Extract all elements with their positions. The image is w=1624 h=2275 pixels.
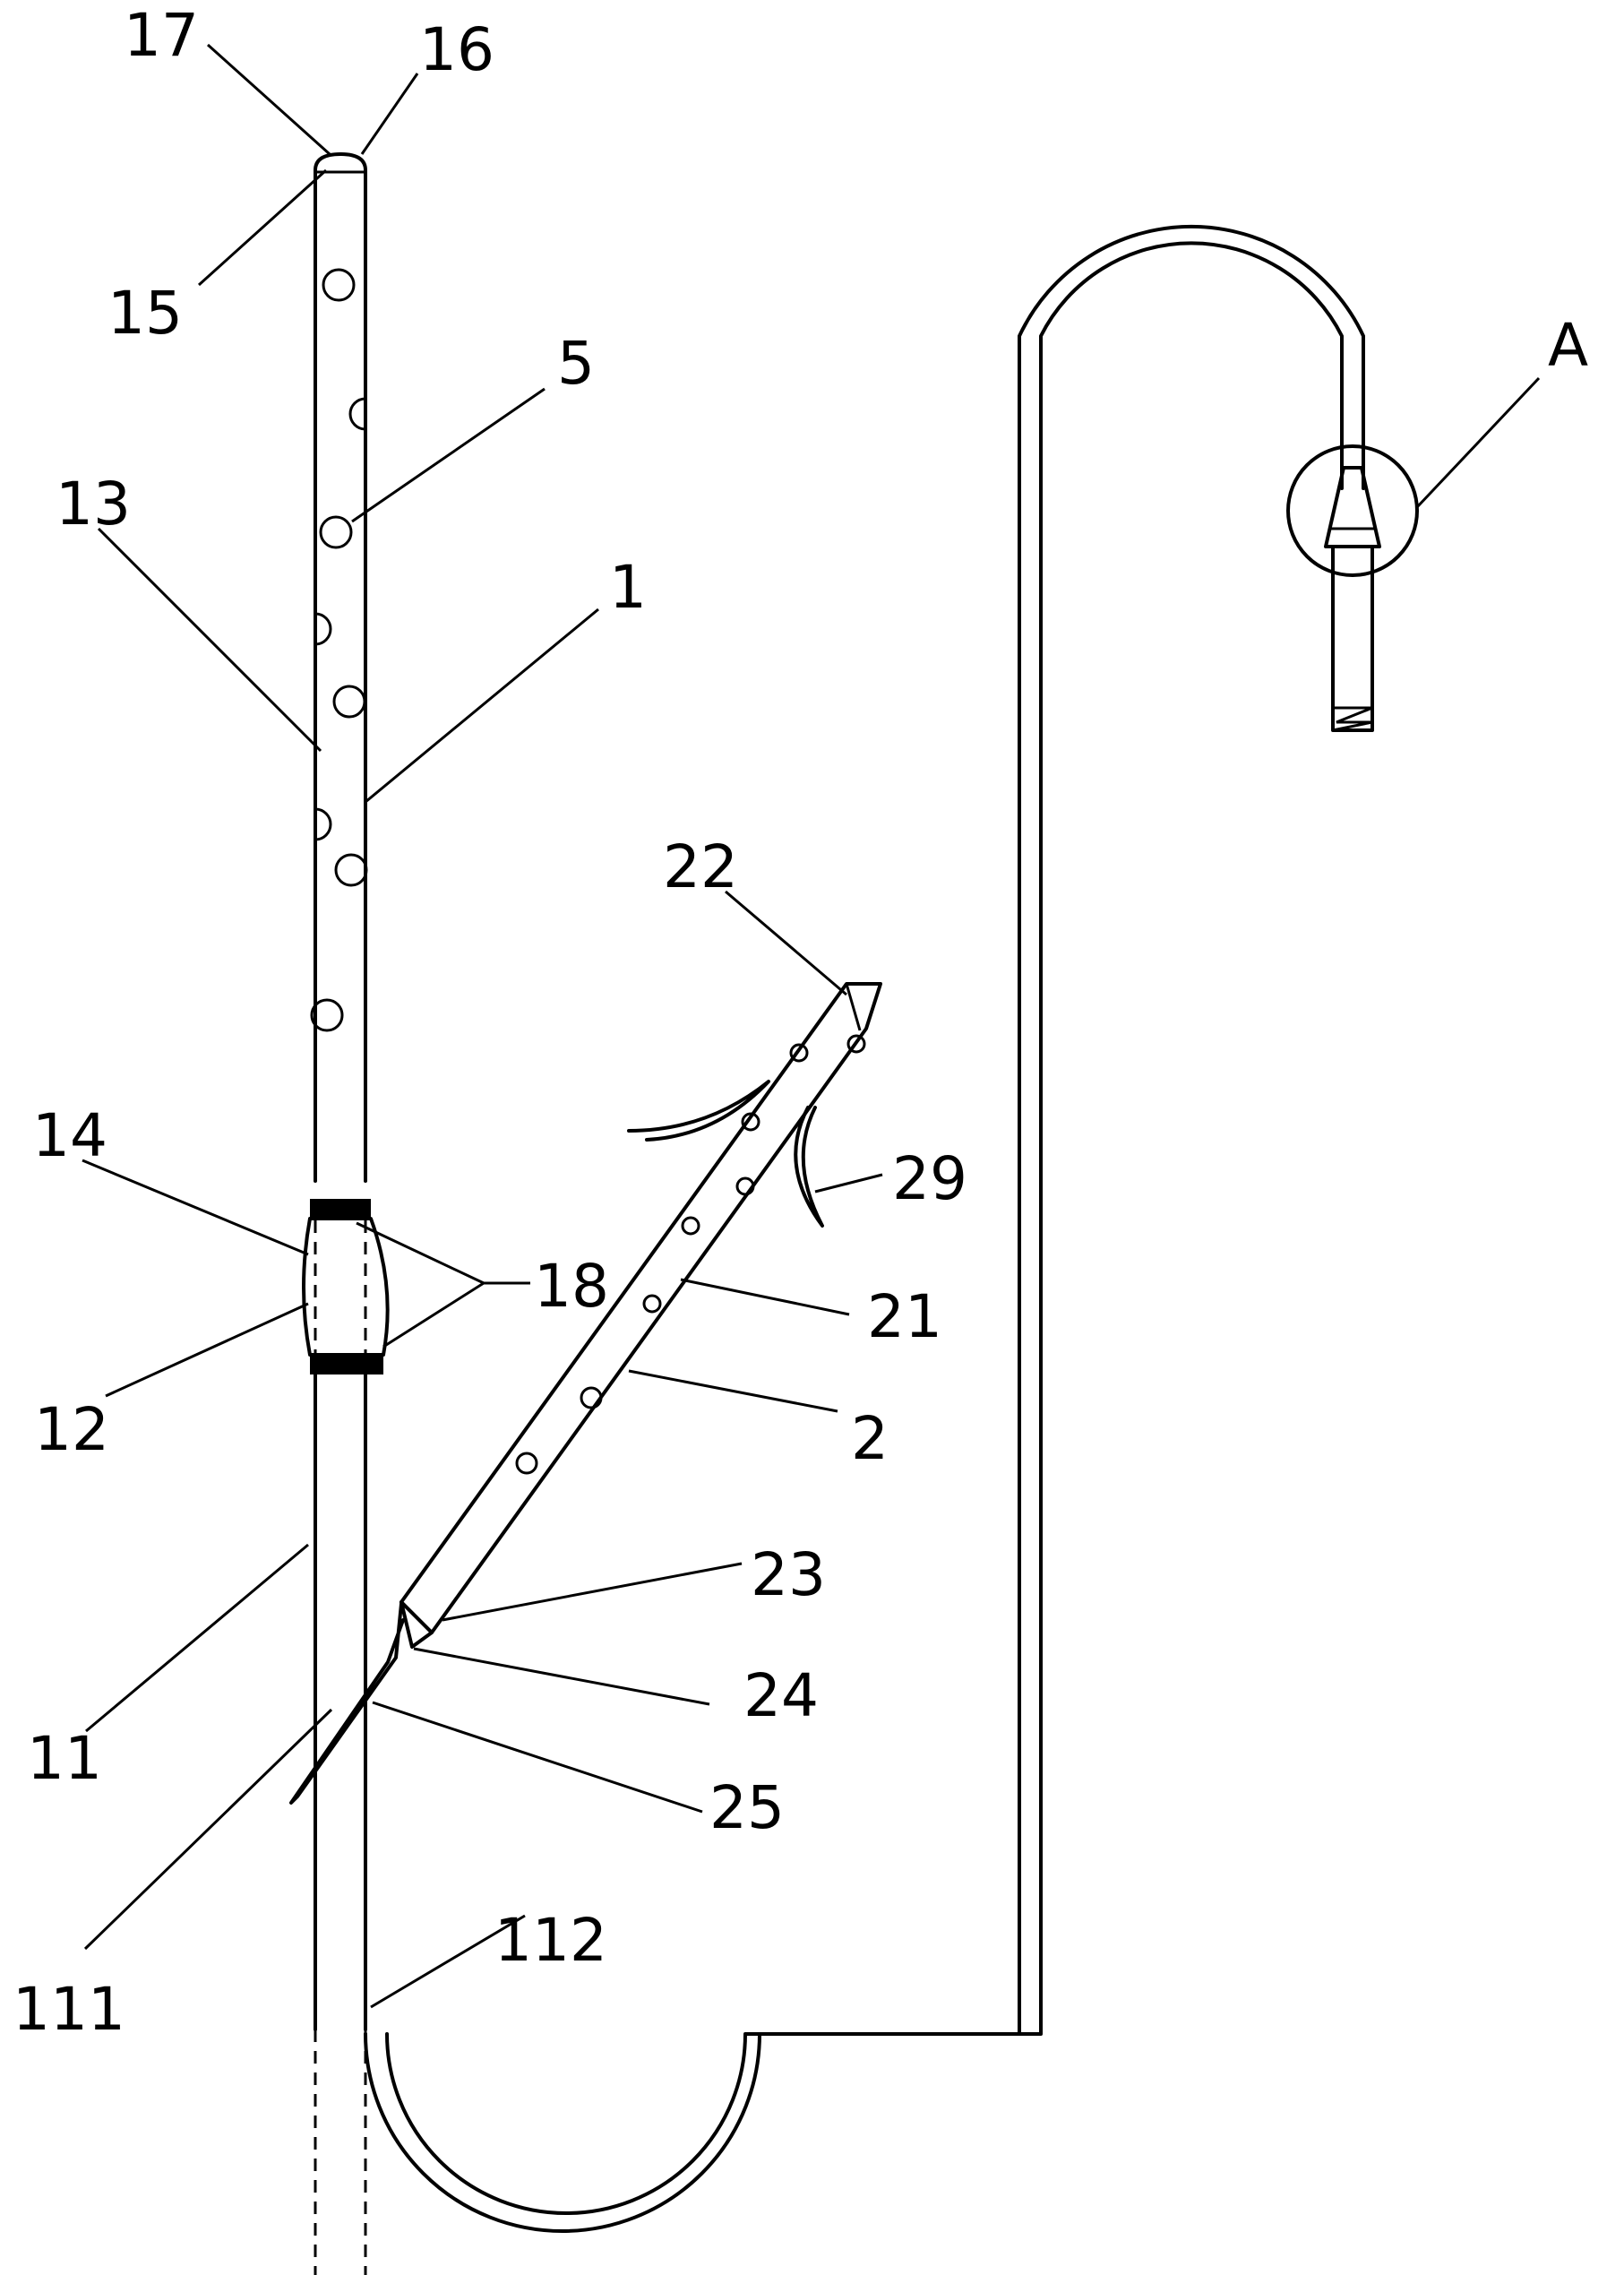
balloon-body [302, 1217, 390, 1357]
leader-11 [85, 1543, 309, 1733]
leader-14 [82, 1159, 309, 1256]
barb-right [794, 1106, 824, 1228]
label-111: 111 [13, 1975, 125, 2044]
sheath-hole [741, 1112, 760, 1132]
catheter-tip [314, 152, 367, 1183]
sheath-hole [846, 1034, 866, 1054]
leader-A [1415, 376, 1541, 509]
label-A: A [1548, 311, 1588, 380]
loop-tube [364, 224, 1365, 2233]
side-hole [314, 807, 332, 841]
sheath-hole [789, 1043, 809, 1063]
leader-12 [105, 1302, 309, 1398]
main-catheter [310, 152, 368, 2275]
leader-17 [206, 43, 331, 156]
label-24: 24 [743, 1661, 819, 1730]
connector-thread [1332, 706, 1373, 732]
label-1: 1 [609, 553, 647, 622]
side-hole [319, 515, 353, 549]
label-14: 14 [32, 1101, 107, 1170]
side-hole [348, 397, 366, 431]
side-hole [334, 853, 368, 887]
label-22: 22 [663, 832, 738, 901]
sheath-hole [735, 1176, 755, 1196]
leader-24 [413, 1647, 710, 1706]
leader-18 [356, 1221, 530, 1349]
sheath-body [400, 982, 882, 1634]
label-21: 21 [867, 1282, 942, 1351]
leader-16 [360, 73, 419, 155]
leader-5 [351, 387, 546, 523]
sheath-hole [515, 1452, 538, 1475]
leader-2 [628, 1369, 838, 1413]
leader-21 [680, 1278, 850, 1316]
reference-labels: 17 16 15 5 13 1 A 22 29 21 14 18 12 2 23… [13, 1, 1588, 2044]
label-2: 2 [851, 1404, 889, 1473]
connector-sleeve [1331, 545, 1374, 732]
sheath-hole [642, 1294, 662, 1314]
label-12: 12 [34, 1395, 109, 1464]
side-hole [322, 268, 356, 302]
detail-circle [1286, 444, 1419, 577]
leader-112 [370, 1914, 526, 2009]
marker-band-lower [310, 1355, 383, 1374]
leader-lines [82, 43, 1541, 2009]
balloon [302, 1199, 390, 1374]
leader-25 [372, 1701, 703, 1814]
connector-cone [1324, 466, 1381, 548]
label-13: 13 [56, 470, 131, 539]
loop-tube-outer [364, 224, 1365, 2233]
leader-15 [197, 168, 328, 287]
leader-23 [442, 1562, 743, 1622]
label-23: 23 [751, 1540, 826, 1609]
label-11: 11 [27, 1724, 102, 1793]
leader-13 [97, 527, 322, 753]
label-18: 18 [534, 1252, 609, 1321]
label-16: 16 [419, 15, 494, 84]
marker-band-upper [310, 1199, 371, 1219]
sheath-hole [681, 1216, 700, 1236]
leader-1 [365, 608, 599, 804]
side-hole [310, 998, 344, 1032]
side-hole [332, 685, 366, 719]
loop-tube-inner [385, 241, 1344, 2215]
leader-111 [83, 1708, 333, 1951]
sheath-hole [580, 1386, 603, 1409]
label-112: 112 [494, 1906, 607, 1975]
label-17: 17 [124, 1, 199, 70]
sheath-assembly [289, 982, 882, 1805]
leader-29 [814, 1173, 883, 1194]
label-5: 5 [557, 329, 595, 398]
leader-22 [725, 890, 847, 996]
label-25: 25 [709, 1773, 785, 1842]
connector-detail-a [1286, 444, 1419, 732]
label-29: 29 [892, 1144, 967, 1213]
sheath-tip-line [845, 983, 862, 1031]
hinge-piece [400, 1600, 434, 1649]
barb-left [627, 1080, 770, 1142]
label-15: 15 [107, 279, 183, 348]
side-hole [314, 612, 332, 646]
blade [289, 1602, 405, 1805]
